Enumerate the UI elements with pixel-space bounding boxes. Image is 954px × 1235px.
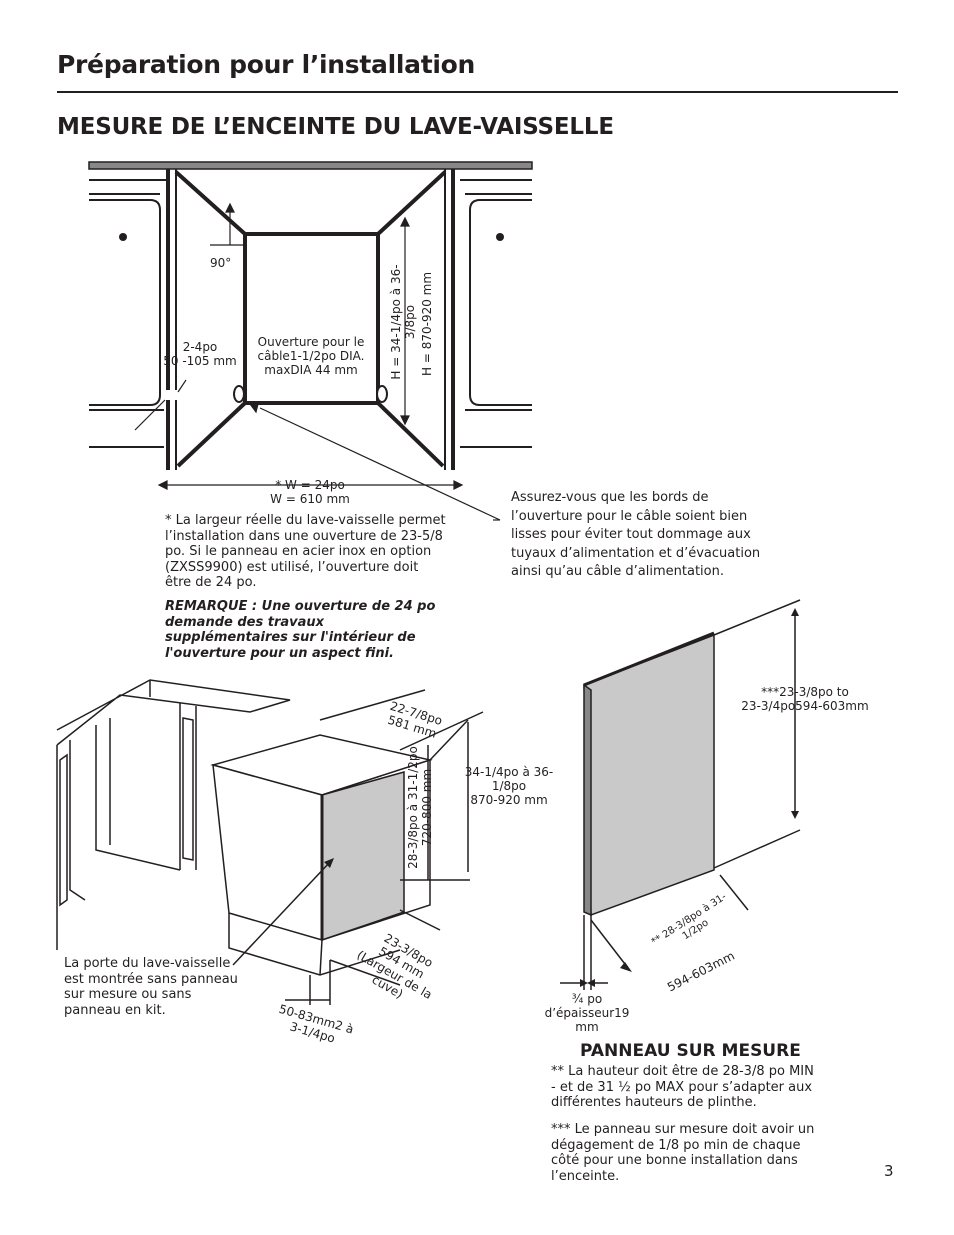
panel-note-height: ** La hauteur doit être de 28-3/8 po MIN… xyxy=(551,1064,814,1110)
total-height-label: 34-1/4po à 36- 1/8po 870-920 mm xyxy=(464,765,554,807)
edge-note: Assurez-vous que les bords de l’ouvertur… xyxy=(511,490,761,579)
custom-panel-heading: PANNEAU SUR MESURE xyxy=(580,1041,801,1061)
door-note: La porte du lave-vaisselle est montrée s… xyxy=(64,956,238,1018)
section-heading: MESURE DE L’ENCEINTE DU LAVE-VAISSELLE xyxy=(57,114,614,140)
width-label: * W = 24po W = 610 mm xyxy=(270,478,350,506)
knob-icon xyxy=(119,233,127,241)
angle-label: 90° xyxy=(210,256,232,270)
title-rule xyxy=(57,91,898,93)
gap-label: 2-4po 50 -105 mm xyxy=(163,340,237,368)
page-title: Préparation pour l’installation xyxy=(57,50,476,79)
panel-thickness-label: ¾ po d’épaisseur19 mm xyxy=(544,992,630,1034)
panel-note-clearance: *** Le panneau sur mesure doit avoir un … xyxy=(551,1122,815,1184)
panel-width-label: ***23-3/8po to 23-3/4po594-603mm xyxy=(741,685,869,713)
page-number: 3 xyxy=(884,1162,894,1180)
remark-note: REMARQUE : Une ouverture de 24 po demand… xyxy=(165,599,436,661)
cable-opening-label: Ouverture pour le câble1-1/2po DIA. maxD… xyxy=(257,335,365,377)
knob-icon xyxy=(496,233,504,241)
width-footnote: * La largeur réelle du lave-vaisselle pe… xyxy=(165,513,446,590)
